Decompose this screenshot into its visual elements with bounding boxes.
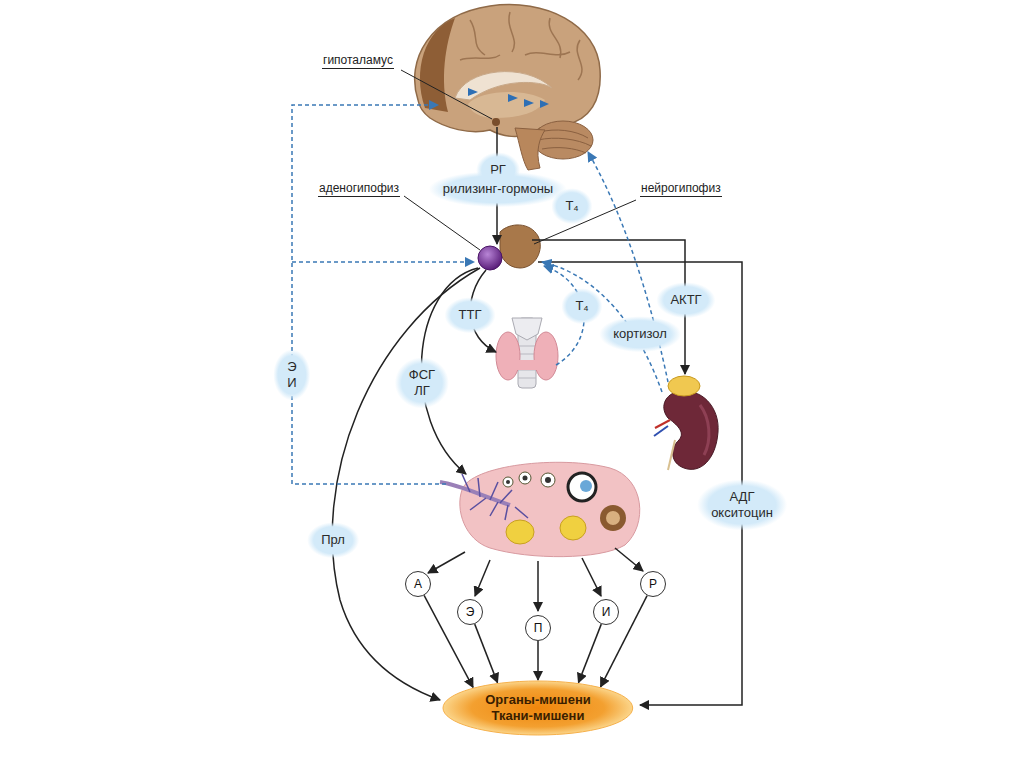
brain-drawing-part	[533, 121, 593, 159]
hormone-label: АДГ окситоцин	[697, 479, 787, 530]
hormone-label: T₄	[551, 188, 592, 224]
ovary-drawing-part	[519, 472, 531, 484]
pituitary-drawing	[478, 225, 540, 270]
thyroid-drawing-part	[496, 332, 520, 380]
hormone-label: ТТГ	[445, 297, 496, 333]
brain-drawing-part	[470, 20, 485, 55]
brain-drawing-part	[460, 55, 500, 60]
ovary-drawing-part	[580, 480, 592, 492]
kidney-drawing	[654, 376, 718, 470]
ovary-drawing-part	[506, 480, 510, 484]
hormone-arrow	[475, 624, 498, 683]
brain-drawing-part	[509, 12, 514, 52]
structure-label: гипоталамус	[322, 53, 394, 69]
kidney-drawing-part	[664, 391, 718, 469]
kidney-drawing-part	[668, 376, 700, 396]
thyroid-drawing	[496, 318, 558, 388]
kidney-drawing-part	[700, 405, 709, 455]
hormone-pathways-part	[537, 561, 539, 611]
ovary-drawing-part	[560, 516, 586, 540]
ovary-drawing-part	[460, 462, 640, 556]
thyroid-drawing-part	[534, 332, 558, 380]
hormone-arrow	[601, 596, 648, 687]
hormone-letter: Р	[649, 577, 657, 591]
ovary-drawing-part	[600, 505, 626, 531]
ovary-drawing	[440, 462, 640, 556]
hormone-circle: Э	[457, 599, 483, 625]
hormone-circle: П	[525, 615, 551, 641]
hormone-letter: И	[602, 605, 611, 619]
hormone-arrow	[578, 624, 601, 683]
hormone-circle: А	[405, 571, 431, 597]
brain-drawing-part	[525, 52, 570, 55]
hormone-pathways-part	[292, 261, 474, 263]
target-organs-ellipse: Органы-мишени Ткани-мишени	[442, 680, 634, 736]
hormone-label: Прл	[307, 522, 359, 558]
target-ellipse-fill	[443, 681, 633, 735]
brain-drawing-part	[508, 94, 518, 102]
hormone-pathways-part	[615, 548, 643, 571]
ovary-drawing-part	[503, 477, 513, 487]
hormone-circle: Р	[640, 571, 666, 597]
brain-drawing	[415, 5, 601, 170]
hormone-pathways-part	[475, 560, 490, 596]
ovary-drawing-part	[541, 473, 555, 487]
hormone-label: кортизол	[599, 316, 681, 352]
ovary-drawing-part	[523, 476, 528, 481]
brain-drawing-part	[540, 100, 549, 108]
ovary-drawing-part	[462, 474, 528, 520]
hormone-arrow	[537, 641, 539, 680]
ovary-drawing-part	[606, 511, 620, 525]
pituitary-drawing-part	[478, 246, 502, 270]
brain-drawing-part	[468, 92, 545, 118]
thyroid-drawing-part	[512, 360, 542, 370]
hormone-label: рилизинг-гормоны	[429, 171, 567, 207]
brain-drawing-part	[468, 88, 478, 96]
brain-drawing-part	[549, 18, 561, 58]
brain-drawing-part	[415, 5, 601, 137]
hormone-pathways-part	[292, 105, 446, 484]
ovary-drawing-part	[506, 520, 534, 544]
hormone-pathways-part	[401, 70, 492, 119]
hormone-pathways-part	[428, 552, 465, 573]
brain-drawing-part	[420, 18, 455, 112]
hormone-label: T₄	[561, 288, 602, 324]
kidney-drawing-part	[668, 440, 675, 470]
hormone-letter: А	[414, 577, 422, 591]
brain-drawing-part	[492, 118, 500, 126]
target-text: Органы-мишени Ткани-мишени	[475, 692, 600, 725]
hormone-letter: П	[534, 621, 543, 635]
hormone-label: Э И	[273, 349, 310, 400]
pituitary-drawing-part	[500, 225, 540, 268]
ovary-drawing-part	[568, 473, 596, 501]
hormone-circle: И	[593, 599, 619, 625]
hormone-letter: Э	[466, 605, 475, 619]
hormone-pathways-part	[582, 558, 601, 596]
brain-drawing-part	[538, 130, 591, 153]
structure-label: аденогипофиз	[318, 181, 400, 197]
hormone-pathways	[292, 70, 742, 705]
ovary-drawing-part	[440, 482, 510, 505]
thyroid-drawing-part	[512, 318, 542, 340]
brain-drawing-part	[577, 40, 582, 80]
kidney-drawing-part	[654, 426, 668, 436]
ovary-drawing-part	[545, 477, 551, 483]
brain-drawing-part	[524, 99, 534, 107]
hormone-label: АКТГ	[656, 282, 715, 318]
hormone-label: ФСГ ЛГ	[395, 357, 449, 408]
structure-label: нейрогипофиз	[640, 181, 722, 197]
